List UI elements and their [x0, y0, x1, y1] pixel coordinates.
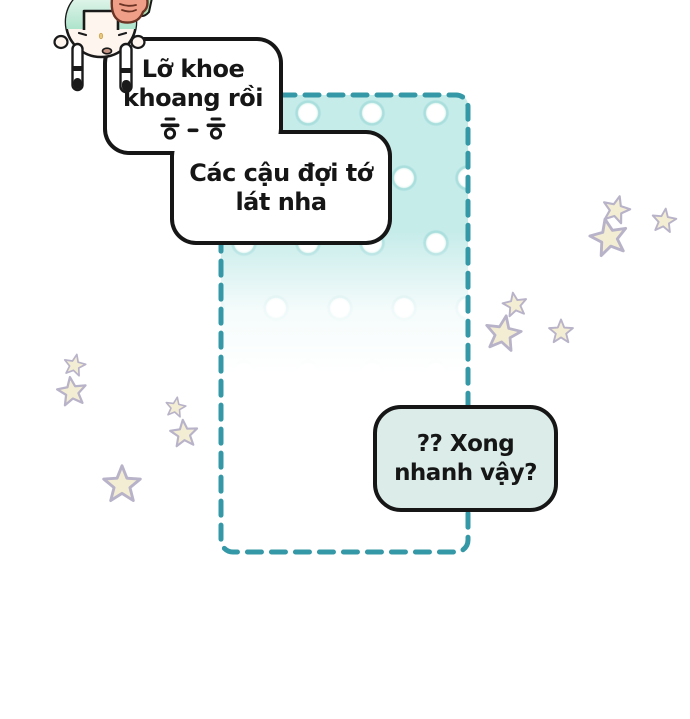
mouth [101, 47, 113, 55]
finger-lines [119, 3, 137, 13]
speech-bubble-2: Các cậu đợi tớ lát nha [170, 130, 392, 245]
bubble-3-line-1: ?? Xong [416, 430, 515, 457]
bubble-2-line-1: Các cậu đợi tớ [189, 158, 373, 187]
star-icon [168, 417, 200, 448]
character-head [53, 0, 153, 94]
braid-right [119, 42, 133, 94]
ear-right [130, 34, 146, 50]
nose [98, 32, 104, 40]
ear-left [53, 34, 69, 50]
bubble-1-line-1: Lỡ khoe [141, 54, 245, 83]
star-icon [649, 205, 679, 234]
dashed-border [218, 92, 471, 555]
speech-bubble-3: ?? Xong nhanh vậy? [373, 405, 558, 512]
star-icon [585, 213, 632, 259]
closed-eyes [77, 31, 128, 37]
braid-left [71, 42, 84, 92]
hieut-emoticon [160, 117, 226, 140]
star-icon [481, 311, 525, 354]
bubble-2-line-2: lát nha [235, 187, 327, 216]
star-icon [102, 464, 142, 503]
speech-bubble-2-fill [174, 134, 388, 241]
speech-bubble-1-fill [107, 41, 279, 151]
star-icon [548, 318, 574, 344]
speech-bubble-1: Lỡ khoe khoang rồi [103, 40, 283, 154]
bubble-1-line-2: khoang rồi [123, 83, 263, 112]
star-icon [54, 373, 90, 408]
bubble-3-line-2: nhanh vậy? [394, 459, 537, 486]
